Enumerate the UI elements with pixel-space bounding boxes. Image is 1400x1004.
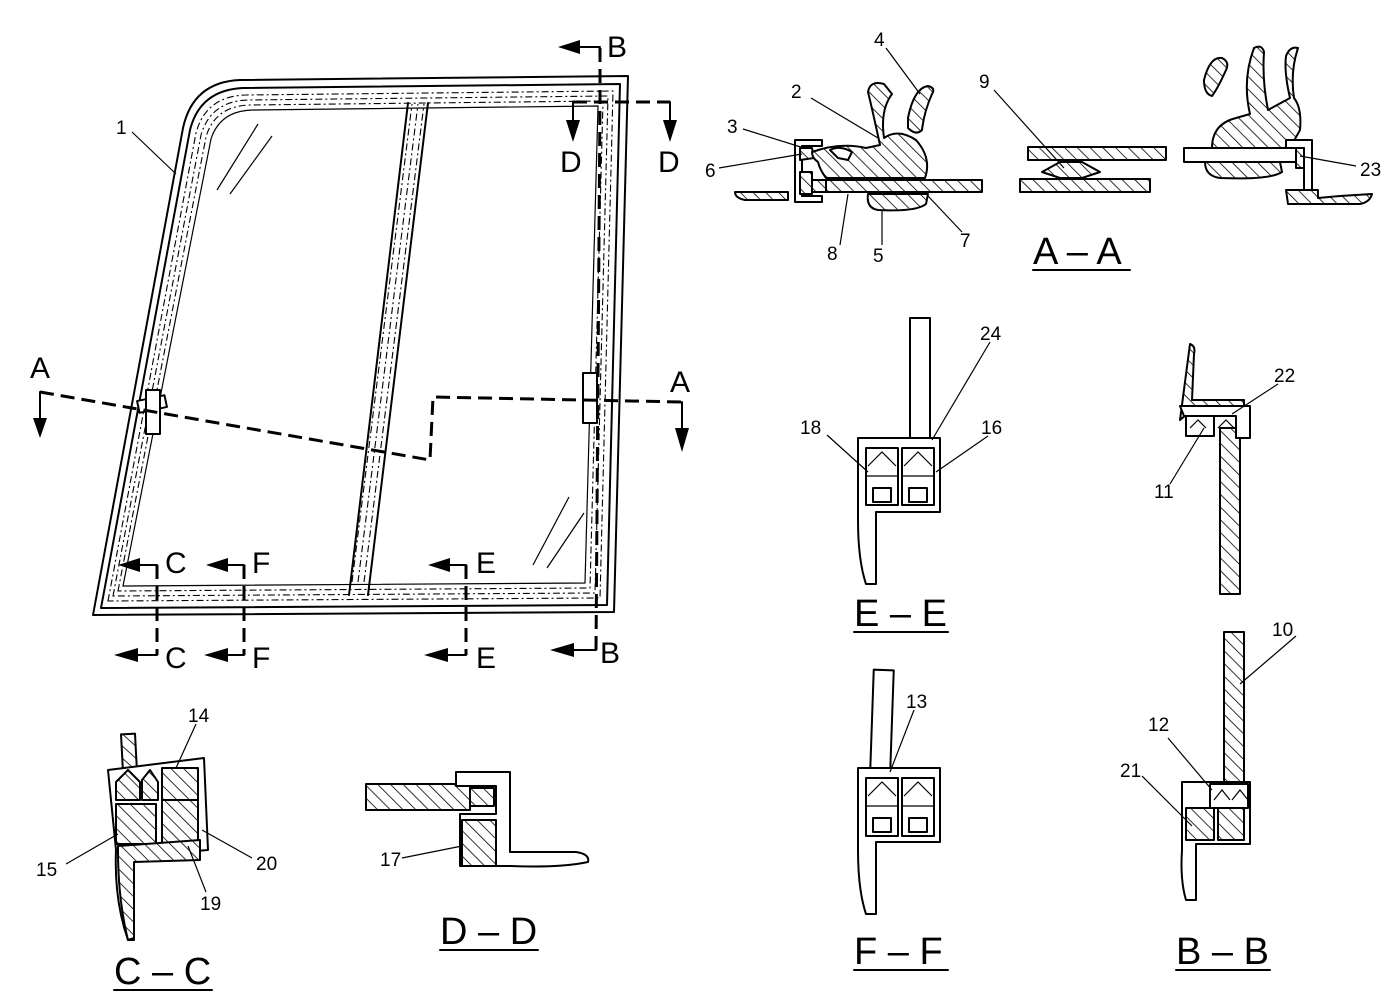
label-d-left: D <box>560 146 582 179</box>
callout-20: 20 <box>256 854 277 875</box>
section-aa <box>718 45 1373 246</box>
title-ee: E – E <box>854 593 947 635</box>
callout-16: 16 <box>981 418 1002 439</box>
callout-14: 14 <box>188 706 210 727</box>
label-f-top: F <box>252 547 270 580</box>
callout-7: 7 <box>960 231 971 252</box>
window-frame <box>92 75 629 616</box>
callout-5: 5 <box>873 246 884 267</box>
callout-21: 21 <box>1120 761 1141 782</box>
section-line-a <box>33 390 689 462</box>
section-line-b <box>550 40 602 657</box>
callout-9: 9 <box>979 72 990 93</box>
label-d-right: D <box>658 146 680 179</box>
callout-15: 15 <box>36 860 57 881</box>
title-aa: A – A <box>1033 231 1122 273</box>
callout-22: 22 <box>1274 366 1295 387</box>
callout-11: 11 <box>1154 482 1174 503</box>
label-e-bottom: E <box>476 642 496 675</box>
callout-3: 3 <box>727 117 738 138</box>
title-dd: D – D <box>440 911 537 953</box>
title-cc: C – C <box>114 951 211 993</box>
callout-4: 4 <box>874 30 885 51</box>
section-line-e <box>424 558 468 662</box>
callout-18: 18 <box>800 418 821 439</box>
callout-10: 10 <box>1272 620 1293 641</box>
callout-8: 8 <box>827 244 838 265</box>
section-line-c <box>114 558 159 662</box>
callout-19: 19 <box>200 894 221 915</box>
label-e-top: E <box>476 547 496 580</box>
label-f-bottom: F <box>252 642 270 675</box>
section-line-f <box>204 558 246 662</box>
callout-17: 17 <box>380 850 401 871</box>
label-a-left: A <box>30 352 50 385</box>
section-ee <box>826 317 991 585</box>
callout-24: 24 <box>980 324 1002 345</box>
section-top-right <box>1169 343 1279 595</box>
callout-2: 2 <box>791 82 802 103</box>
label-b-bottom: B <box>600 637 620 670</box>
section-ff <box>857 668 941 915</box>
callout-13: 13 <box>906 692 927 713</box>
callout-12: 12 <box>1148 715 1169 736</box>
label-c-bottom: C <box>165 642 187 675</box>
callout-6: 6 <box>705 161 716 182</box>
label-b-top: B <box>607 31 627 64</box>
title-ff: F – F <box>854 931 943 973</box>
title-bb: B – B <box>1176 931 1269 973</box>
section-cc <box>65 723 253 941</box>
label-c-top: C <box>165 547 187 580</box>
label-a-right: A <box>670 366 690 399</box>
section-bb <box>1141 631 1297 901</box>
section-dd <box>365 771 590 868</box>
callout-1: 1 <box>116 118 127 139</box>
section-line-d <box>566 100 677 142</box>
callout-23: 23 <box>1360 160 1381 181</box>
